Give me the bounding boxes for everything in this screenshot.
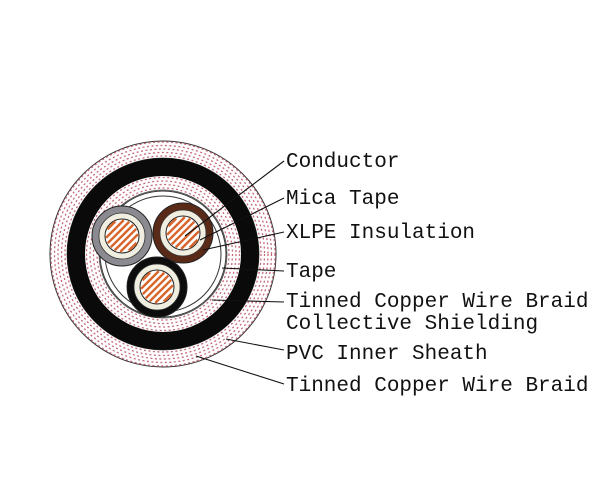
leader-line bbox=[199, 197, 285, 241]
leader-lines bbox=[184, 160, 285, 385]
braid-strand bbox=[64, 155, 262, 353]
braid-strand bbox=[60, 151, 266, 357]
braid-strand bbox=[92, 183, 234, 325]
label-xlpe-insulation: XLPE Insulation bbox=[286, 222, 475, 245]
braid-strand bbox=[50, 141, 276, 367]
leader-line bbox=[202, 231, 285, 251]
conductor-strand bbox=[141, 271, 166, 296]
conductor-strand bbox=[144, 274, 170, 300]
conductor-strand bbox=[188, 238, 199, 249]
conductor-strand bbox=[162, 292, 173, 303]
conductor-strand bbox=[113, 227, 138, 252]
core-0 bbox=[91, 205, 153, 267]
conductor-strand bbox=[109, 223, 135, 249]
conductor-strand bbox=[105, 219, 125, 239]
core-1 bbox=[152, 202, 214, 264]
braid-strand bbox=[53, 144, 273, 364]
leader-line bbox=[221, 267, 285, 272]
braid-strand bbox=[96, 187, 230, 321]
conductor-strand bbox=[167, 217, 178, 228]
conductor-strand bbox=[170, 220, 196, 246]
label-collective-shielding: Collective Shielding bbox=[286, 313, 538, 336]
leader-line bbox=[225, 338, 285, 351]
braid-strand bbox=[57, 148, 269, 360]
conductor-strand bbox=[141, 271, 152, 282]
collective-shielding-braid-pattern bbox=[85, 176, 241, 332]
leader-line bbox=[211, 299, 285, 303]
label-mica-tape: Mica Tape bbox=[286, 188, 399, 211]
label-conductor: Conductor bbox=[286, 151, 399, 174]
label-tinned-copper-wire-braid-outer: Tinned Copper Wire Braid bbox=[286, 375, 588, 398]
conductor-strand bbox=[180, 230, 200, 250]
conductor-strand bbox=[119, 233, 139, 253]
leader-line bbox=[184, 160, 285, 237]
conductor-strand bbox=[140, 270, 160, 290]
conductor-strand bbox=[106, 220, 131, 245]
braid-strand bbox=[85, 176, 241, 332]
core-2 bbox=[126, 256, 188, 318]
label-tape: Tape bbox=[286, 261, 336, 284]
leader-line bbox=[195, 355, 285, 385]
conductor-strand bbox=[166, 216, 186, 236]
labels: Conductor Mica Tape XLPE Insulation Tape… bbox=[286, 151, 588, 398]
label-tinned-copper-wire-braid-inner: Tinned Copper Wire Braid bbox=[286, 291, 588, 314]
cable-cross-section bbox=[49, 140, 277, 368]
conductor-strand bbox=[167, 217, 192, 242]
conductor-strand bbox=[127, 241, 138, 252]
label-pvc-inner-sheath: PVC Inner Sheath bbox=[286, 343, 488, 366]
conductor-strand bbox=[148, 278, 173, 303]
conductor-strand bbox=[154, 284, 174, 304]
braid-strand bbox=[89, 180, 237, 328]
conductor-strand bbox=[106, 220, 117, 231]
pvc-inner-sheath bbox=[67, 158, 259, 350]
